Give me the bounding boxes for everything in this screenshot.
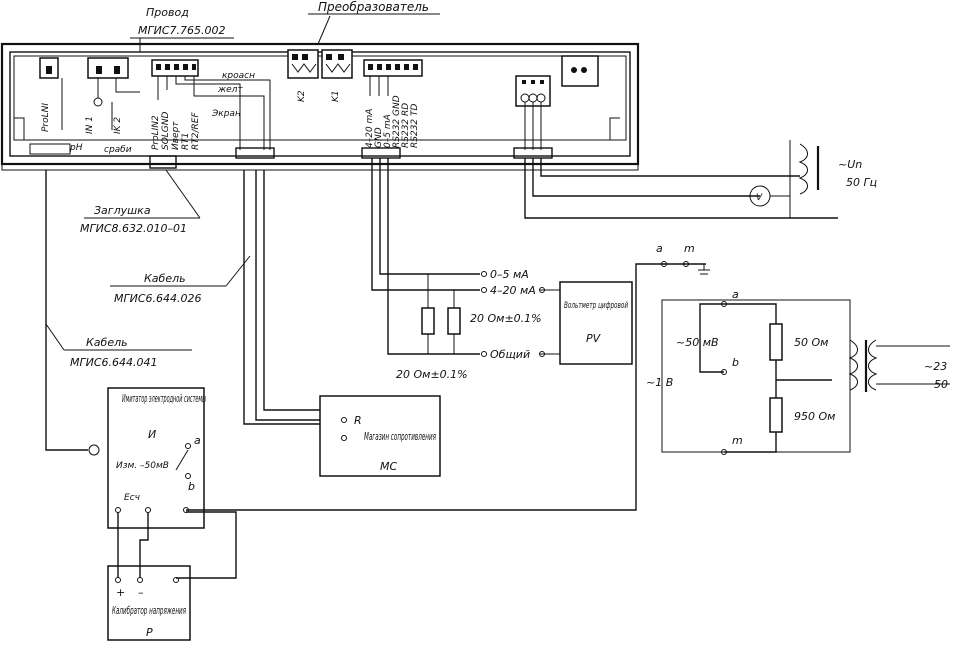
out-rs232-gnd: RS232 GND [392, 95, 402, 148]
label-ph: pH [69, 143, 83, 153]
divider-term-b: b [732, 356, 739, 369]
relay-k1: K1 [331, 90, 341, 102]
terminal-block-outputs [363, 59, 423, 96]
simulator-measure: Изм. –50мВ [116, 461, 169, 471]
voltage-calibrator [107, 511, 237, 641]
power-wires [524, 158, 838, 219]
divider-mains-freq: 50 [934, 378, 948, 391]
pin-prolni: ProLNI [41, 103, 51, 132]
cable-to-resistance-box [243, 170, 344, 425]
simulator-term-a: a [194, 434, 201, 447]
ground-bus [186, 263, 706, 511]
power-freq: 50 Гц [846, 176, 877, 189]
relay-k2: K2 [297, 90, 307, 102]
wire-color-yellow: желт [217, 85, 243, 95]
calibrator-id: P [146, 626, 153, 639]
resistance-title: Магазин сопротивления [364, 430, 436, 443]
resistance-box [319, 395, 441, 477]
out-rs232-td: RS232 TD [410, 103, 420, 148]
output-0-5ma: 0–5 мА [490, 268, 529, 281]
voltage-divider [661, 299, 950, 455]
pin-prolin2: ProLIN2 [151, 115, 161, 150]
out-4-20ma: 4–20 mA [365, 109, 375, 148]
simulator-title: Имитатор электродной системы [122, 392, 206, 405]
simulator-term-b: b [188, 480, 195, 493]
out-rs232-rd: RS232 RD [401, 103, 411, 148]
pin-rt2: RT2/REF [191, 112, 201, 150]
cable1-title: Кабель [144, 272, 186, 285]
plug-code: МГИС8.632.010–01 [80, 222, 187, 235]
wire-code: МГИС7.765.002 [138, 24, 226, 37]
simulator-id: И [148, 428, 156, 441]
converter-title: Преобразователь [318, 0, 429, 14]
power-meter: V [756, 193, 763, 203]
voltmeter-id: PV [586, 332, 602, 345]
calibrator-minus: – [138, 586, 144, 599]
out-0-5ma: 0–5 mA [383, 114, 393, 148]
resistance-id: МС [380, 460, 397, 473]
voltmeter-box [559, 281, 633, 365]
divider-r1: 50 Ом [794, 336, 828, 349]
power-supply: ~Un [838, 158, 862, 171]
output-4-20ma: 4–20 мА [490, 284, 536, 297]
divider-v: ~1 В [646, 376, 673, 389]
output-wires [371, 158, 480, 355]
cable2-title: Кабель [86, 336, 128, 349]
pin-solgnd: SOLGND [161, 111, 171, 150]
plug-title: Заглушка [94, 204, 151, 217]
cable2-code: МГИС6.644.041 [70, 356, 158, 369]
divider-term-m2: m [732, 434, 743, 447]
terminal-block-left [39, 57, 140, 130]
divider-term-a2: a [732, 288, 739, 301]
label-srabi: сраби [104, 145, 132, 155]
voltmeter-title: Вольтметр цифровой [564, 301, 628, 311]
divider-r2: 950 Ом [794, 410, 835, 423]
resistance-term-r: R [354, 414, 362, 427]
simulator-emf: Ecч [124, 493, 140, 503]
power-terminal [515, 55, 599, 150]
pin-rt1: RT1 [181, 133, 191, 150]
transformer-coil [798, 143, 808, 195]
calibrator-title: Калибратор напряжения [112, 604, 186, 617]
divider-term-m: m [684, 242, 695, 255]
pin-invert: Иверт [171, 121, 181, 150]
pin-ik2: IK 2 [113, 117, 123, 134]
out-gnd: GND [374, 127, 384, 148]
calibrator-plus: + [116, 586, 125, 599]
converter-housing [0, 42, 640, 171]
cable-glands [29, 143, 553, 169]
pin-in1: IN 1 [85, 116, 95, 134]
load-resistors [421, 274, 461, 354]
divider-term-a: a [656, 242, 663, 255]
wire-color-screen: Экран [211, 109, 241, 119]
divider-mv: ~50 мВ [676, 336, 719, 349]
resistor-label-2: 20 Ом±0.1% [396, 368, 468, 381]
cable1-code: МГИС6.644.026 [114, 292, 202, 305]
output-common: Общий [490, 348, 530, 361]
resistor-label-1: 20 Ом±0.1% [470, 312, 542, 325]
terminal-block-mid [151, 59, 271, 150]
divider-mains: ~23 [924, 360, 947, 373]
wire-title: Провод [146, 6, 189, 19]
electrode-simulator [107, 387, 205, 529]
cable-to-simulator [45, 170, 88, 451]
relay-blocks [287, 49, 353, 79]
wire-color-red: кроасн [222, 71, 255, 81]
